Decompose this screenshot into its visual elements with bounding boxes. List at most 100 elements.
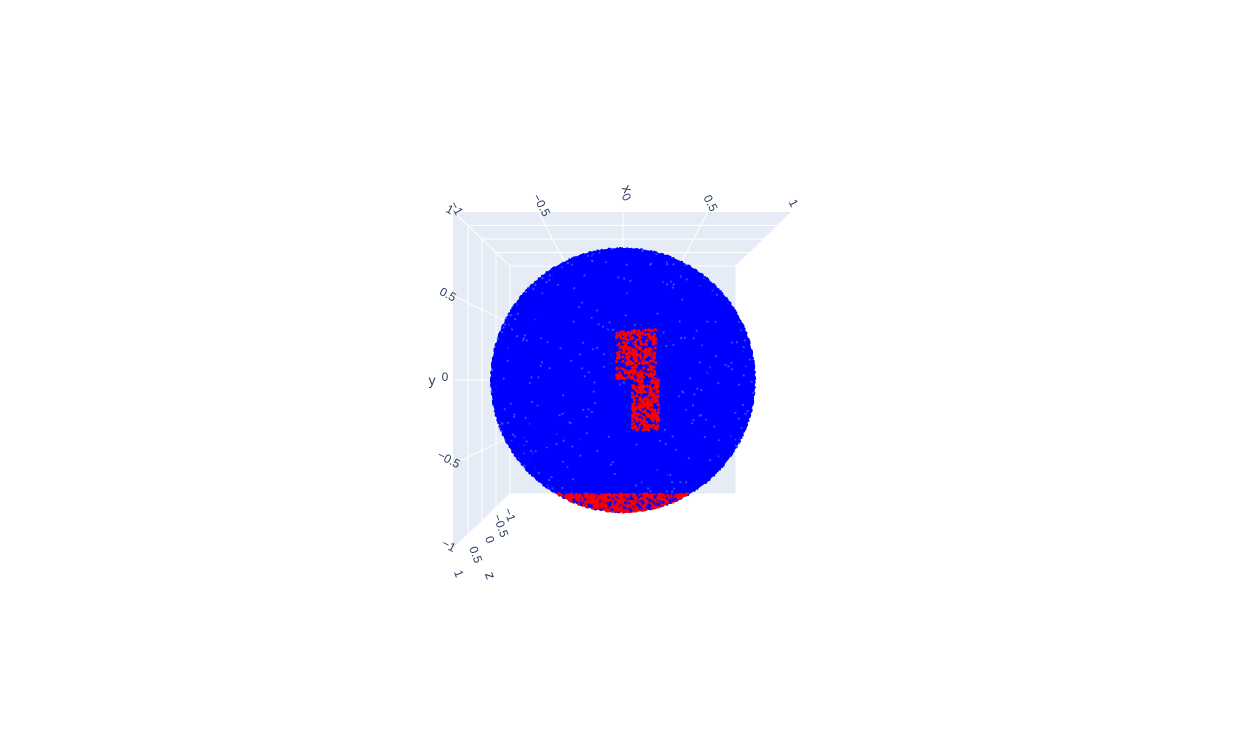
sphere-point xyxy=(534,311,537,314)
sphere-point xyxy=(526,333,529,336)
sphere-point xyxy=(677,270,680,273)
sphere-point xyxy=(598,411,601,414)
sphere-point xyxy=(604,306,607,309)
sphere-point xyxy=(605,316,608,319)
red-cap-point xyxy=(643,504,647,508)
red-cap-point xyxy=(680,494,684,498)
sphere-point xyxy=(591,470,594,473)
sphere-point xyxy=(597,256,600,259)
sphere-point xyxy=(708,291,711,295)
sphere-point xyxy=(612,317,616,320)
sphere-point xyxy=(712,334,715,337)
sphere-point xyxy=(720,400,723,403)
sphere-point xyxy=(706,439,709,442)
sphere-point xyxy=(680,463,683,466)
sphere-point xyxy=(501,328,504,331)
sphere-point xyxy=(551,487,554,490)
sphere-point xyxy=(669,255,672,258)
sphere-point xyxy=(549,307,552,310)
sphere-point xyxy=(683,429,686,432)
sphere-point xyxy=(525,339,529,342)
sphere-point xyxy=(608,282,611,285)
sphere-point xyxy=(668,287,671,290)
red-patch-upper-point xyxy=(616,351,620,355)
sphere-point xyxy=(544,484,547,487)
sphere-point xyxy=(672,455,675,458)
sphere-point xyxy=(600,286,604,289)
sphere-point xyxy=(715,384,718,387)
sphere-point xyxy=(592,250,595,253)
sphere-point xyxy=(735,435,738,438)
sphere-point xyxy=(601,413,605,416)
sphere-point xyxy=(743,370,746,373)
sphere-point xyxy=(499,405,502,408)
sphere-point xyxy=(505,343,508,346)
sphere-point xyxy=(720,405,723,408)
sphere-point xyxy=(716,463,719,466)
sphere-point xyxy=(516,317,519,320)
sphere-point xyxy=(578,370,581,373)
sphere-point xyxy=(605,257,608,260)
sphere-point xyxy=(710,379,714,382)
sphere-point xyxy=(710,336,713,340)
sphere-point xyxy=(656,303,659,306)
sphere-point xyxy=(573,341,576,345)
sphere-point xyxy=(674,265,677,269)
sphere-point xyxy=(576,394,579,397)
sphere-point xyxy=(680,471,683,474)
sphere-point xyxy=(537,334,540,337)
sphere-point xyxy=(543,366,546,369)
sphere-point xyxy=(523,456,526,459)
red-patch-upper-point xyxy=(626,351,630,355)
sphere-point xyxy=(633,323,636,326)
sphere-point xyxy=(526,359,530,362)
sphere-point xyxy=(608,455,611,458)
sphere-point xyxy=(657,254,660,257)
red-patch-upper-point xyxy=(621,359,625,363)
sphere-point xyxy=(536,353,539,356)
sphere-point xyxy=(550,375,553,378)
sphere-point xyxy=(730,411,733,414)
sphere-point xyxy=(649,443,652,446)
sphere-point xyxy=(573,256,576,259)
sphere-point xyxy=(649,272,653,275)
sphere-point xyxy=(740,393,743,396)
sphere-point xyxy=(627,470,631,473)
sphere-point xyxy=(644,478,647,482)
sphere-point xyxy=(694,353,698,356)
sphere-point xyxy=(527,301,531,304)
red-cap-point xyxy=(621,494,625,498)
sphere-point xyxy=(595,441,599,444)
sphere-point xyxy=(629,262,632,265)
red-cap-point xyxy=(652,501,656,505)
sphere-point xyxy=(666,428,669,431)
sphere-point xyxy=(570,393,573,396)
sphere-point xyxy=(705,295,708,298)
sphere-point xyxy=(510,380,514,384)
sphere-point xyxy=(577,490,580,493)
sphere-point xyxy=(558,386,562,389)
sphere-point xyxy=(673,314,676,317)
red-patch-upper-point xyxy=(627,365,631,369)
sphere-point xyxy=(548,486,552,489)
sphere-point xyxy=(541,277,544,280)
sphere-point xyxy=(670,280,673,283)
sphere-point xyxy=(748,413,751,416)
sphere-point xyxy=(577,363,581,366)
sphere-point xyxy=(520,463,523,466)
sphere-point xyxy=(696,369,700,372)
sphere-point xyxy=(544,327,547,330)
sphere-point xyxy=(707,361,710,364)
sphere-point xyxy=(542,305,545,308)
sphere-point xyxy=(651,266,654,269)
sphere-point xyxy=(658,490,662,493)
sphere-point xyxy=(615,303,619,306)
sphere-point xyxy=(581,415,584,418)
sphere-point xyxy=(535,477,538,480)
sphere-point xyxy=(753,377,756,380)
sphere-point xyxy=(599,307,603,310)
sphere-point xyxy=(493,353,496,356)
sphere-point xyxy=(625,282,628,285)
sphere-point xyxy=(565,481,568,484)
